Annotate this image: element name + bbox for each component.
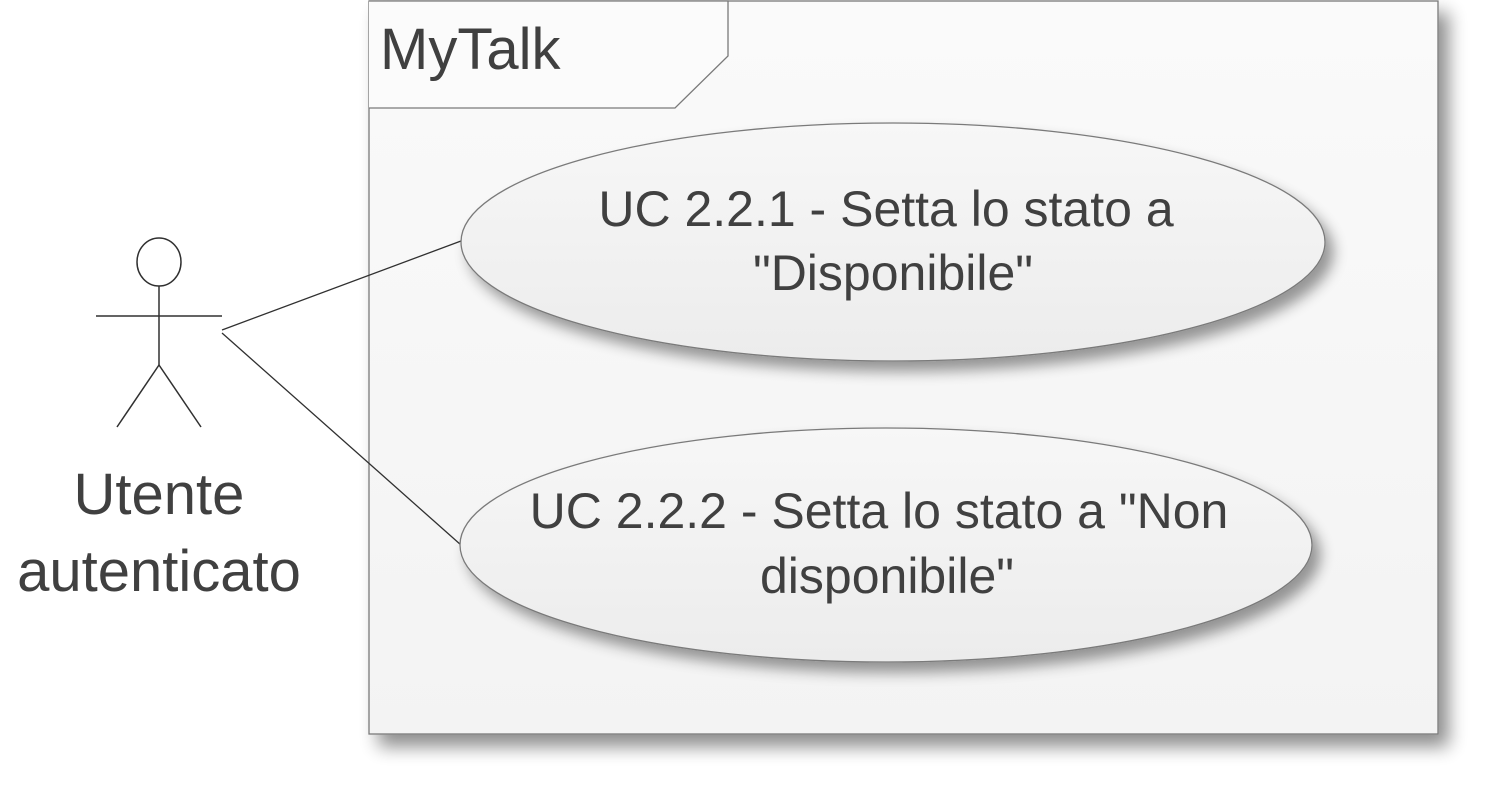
- use-case-uc-2-2-2: UC 2.2.2 - Setta lo stato a "Non disponi…: [459, 427, 1313, 663]
- associations: [221, 240, 462, 546]
- use-case-label-line2: "Disponibile": [753, 245, 1033, 301]
- use-case-label-line1: UC 2.2.2 - Setta lo stato a "Non: [530, 483, 1229, 539]
- use-case-label-line1: UC 2.2.1 - Setta lo stato a: [598, 181, 1173, 237]
- use-case-label-line2: disponibile": [760, 548, 1014, 604]
- actor-utente-autenticato: Utente autenticato: [17, 237, 301, 604]
- association-line-uc-2-2-2: [221, 332, 462, 546]
- system-name: MyTalk: [380, 17, 561, 82]
- use-case-ellipse: [459, 427, 1313, 663]
- actor-name-line1: Utente: [74, 462, 245, 527]
- use-case-ellipse: [460, 122, 1326, 362]
- association-line-uc-2-2-1: [221, 240, 462, 331]
- system-name-tab: [369, 0, 729, 109]
- actor-name-line2: autenticato: [17, 539, 301, 604]
- use-case-uc-2-2-1: UC 2.2.1 - Setta lo stato a "Disponibile…: [460, 122, 1326, 362]
- actor-stick-figure-icon: [96, 237, 222, 428]
